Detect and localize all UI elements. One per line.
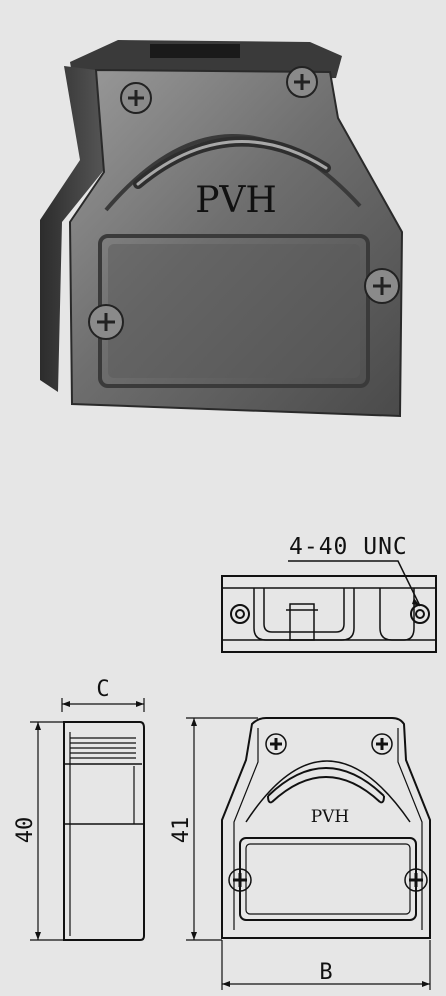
side-view-ribs [70, 737, 136, 759]
front-screw-top-right [371, 733, 393, 755]
front-view-outline [221, 717, 431, 939]
dim-c-label: C [96, 677, 109, 702]
photo-arc-highlight [136, 140, 328, 186]
photo-brand-text: PVH [195, 180, 277, 221]
front-view-drawing [186, 717, 431, 990]
photo-screw-mid-right [364, 268, 400, 304]
side-view-drawing [30, 698, 145, 941]
photo-dome [104, 134, 362, 212]
top-view-hole-left [230, 604, 250, 624]
dim-41-label: 41 [169, 817, 194, 844]
photo-screw-top-left [120, 82, 152, 114]
front-view-brand-text: PVH [311, 807, 350, 827]
front-view-dome [245, 760, 411, 823]
photo-left-side [40, 66, 104, 392]
front-screw-top-left [265, 733, 287, 755]
front-view-arc-outer [267, 767, 385, 797]
product-photo: PVH [40, 40, 404, 418]
thread-label: 4-40 UNC [289, 534, 408, 560]
side-view-outline [63, 721, 145, 941]
dim-b-label: B [319, 960, 332, 985]
top-view-drawing [221, 560, 437, 653]
front-screw-right [404, 868, 428, 892]
photo-screw-top-right [286, 66, 318, 98]
thread-leader-line [288, 560, 421, 607]
dim-40-label: 40 [13, 817, 38, 844]
photo-lower-panel-inner [108, 244, 360, 378]
photo-top-slot [150, 44, 240, 58]
front-view-arc-inner [271, 776, 381, 803]
top-view-outline [221, 575, 437, 653]
photo-screw-mid-left [88, 304, 124, 340]
front-view-lower-panel [239, 837, 417, 921]
front-screw-left [228, 868, 252, 892]
